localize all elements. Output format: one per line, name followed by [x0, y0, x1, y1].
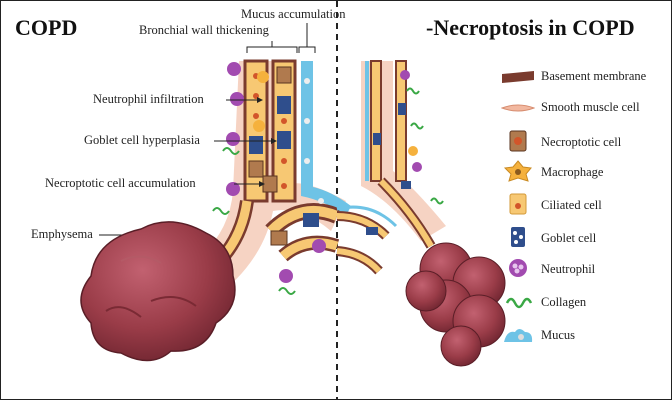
legend-label-ciliated-cell: Ciliated cell [541, 198, 602, 212]
legend-item-necroptotic-cell [501, 129, 535, 153]
mucus-icon [504, 329, 533, 342]
emphysema-alveoli [80, 221, 236, 362]
necroptotic-cell-icon [509, 130, 527, 152]
necroptotic-cell-accumulation-label: Necroptotic cell accumulation [45, 176, 196, 190]
healthy-airway [336, 60, 446, 275]
mucus-accumulation-label: Mucus accumulation [241, 7, 346, 21]
macrophage-icon [503, 160, 532, 182]
legend-item-collagen [501, 289, 535, 313]
legend-label-macrophage: Macrophage [541, 165, 604, 179]
right-title: -Necroptosis in COPD [426, 15, 635, 40]
healthy-alveoli [405, 242, 506, 367]
neutrophil-icon [509, 259, 527, 277]
legend-item-basement-membrane [501, 65, 535, 89]
legend-label-smooth-muscle-cell: Smooth muscle cell [541, 100, 640, 114]
legend-item-mucus [501, 322, 535, 346]
legend-item-neutrophil [501, 256, 535, 280]
bronchial-wall-thickening-label: Bronchial wall thickening [139, 23, 269, 37]
legend-item-ciliated-cell [501, 192, 535, 216]
legend-label-mucus: Mucus [541, 328, 576, 342]
legend-item-goblet-cell [501, 225, 535, 249]
collagen-icon [505, 297, 533, 309]
ciliated-cell-icon [509, 193, 527, 215]
legend-label-goblet-cell: Goblet cell [541, 231, 597, 245]
legend-label-basement-membrane: Basement membrane [541, 69, 647, 83]
smooth-muscle-cell-icon [501, 104, 535, 112]
legend-item-macrophage [501, 159, 535, 183]
emphysema-label: Emphysema [31, 227, 93, 241]
legend-label-neutrophil: Neutrophil [541, 262, 596, 276]
legend-label-necroptotic-cell: Necroptotic cell [541, 135, 622, 149]
goblet-cell-hyperplasia-label: Goblet cell hyperplasia [84, 133, 200, 147]
basement-membrane-icon [502, 71, 534, 83]
goblet-cell-icon [511, 227, 525, 247]
legend-item-smooth-muscle-cell [501, 96, 535, 120]
neutrophil-infiltration-label: Neutrophil infiltration [93, 92, 204, 106]
legend-label-collagen: Collagen [541, 295, 587, 309]
left-title: COPD [15, 15, 78, 40]
